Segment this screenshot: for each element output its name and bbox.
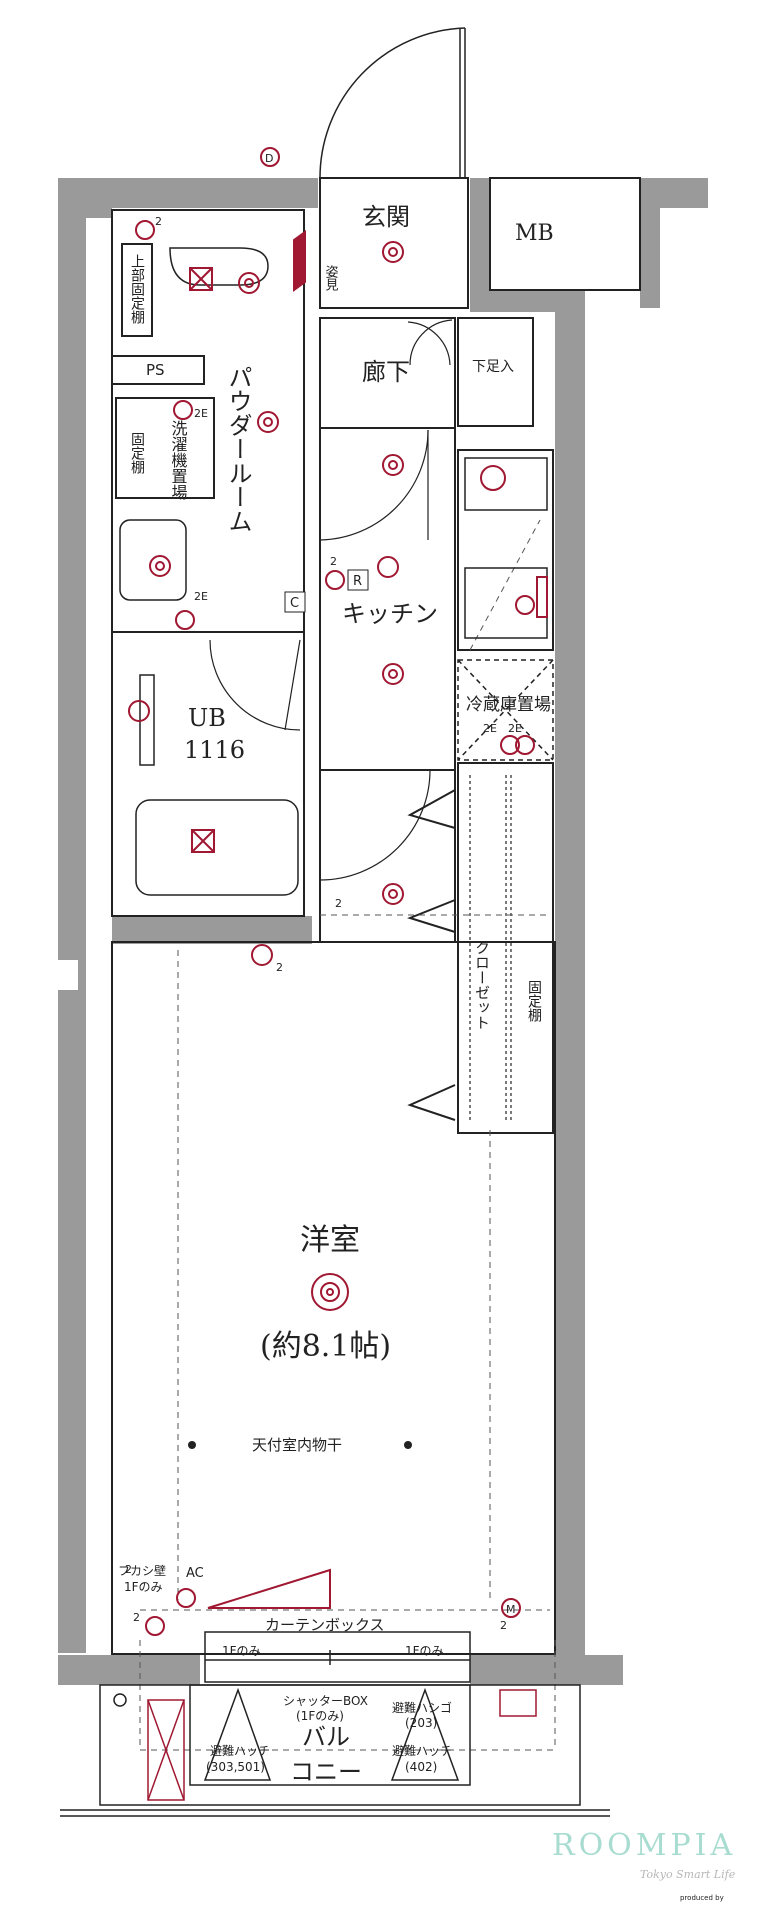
hinan-hatch-left-label: 避難ハッチ: [210, 1743, 270, 1758]
balcony-label-1: バル: [302, 1723, 350, 1751]
tag-2e-b: 2E: [194, 590, 208, 603]
youshitsu-label: 洋室: [300, 1223, 360, 1258]
tag-2e-a: 2E: [194, 407, 208, 420]
tag-2e-d: 2E: [508, 722, 522, 735]
powder-room-label: パウダールーム: [224, 365, 252, 533]
door-swings: [209, 319, 453, 881]
tag-2-b: 2: [330, 555, 337, 568]
entrance-door: [319, 27, 466, 179]
hinan-hashigo-label: 避難ハシゴ: [392, 1700, 452, 1715]
r-box-label: R: [353, 574, 362, 589]
shutter-box-label: シャッターBOX: [283, 1694, 368, 1708]
closet-label: クローゼット: [473, 940, 491, 1030]
shitabako-label: 下足入: [472, 359, 514, 375]
first-floor-only-left-label: 1Fのみ: [222, 1644, 261, 1658]
ac-label: AC: [186, 1566, 204, 1581]
balcony: [60, 1684, 610, 1817]
hinan-hatch-right-note-label: (402): [405, 1760, 437, 1774]
koteidana-left-label: 固定棚: [129, 432, 145, 474]
hinan-hatch-right-label: 避難ハッチ: [392, 1743, 452, 1758]
closet-door-marks: [407, 789, 456, 1121]
interior-walls: [111, 177, 641, 1655]
dashed-guides: [139, 519, 556, 1751]
curtain-box-label: カーテンボックス: [265, 1616, 385, 1634]
tag-2-g: 2: [500, 1619, 507, 1632]
tenzuke-label: 天付室内物干: [252, 1436, 342, 1454]
fukashikabe-note-label: 1Fのみ: [124, 1580, 163, 1594]
hinan-hatch-left-note-label: (303,501): [206, 1760, 265, 1774]
bath-fixtures: [119, 247, 299, 896]
sugatami-label: 姿見: [323, 264, 339, 292]
koteidana-right-label: 固定棚: [526, 980, 542, 1022]
brand-tagline: Tokyo Smart Life: [640, 1868, 736, 1881]
tag-2-c: 2: [276, 961, 283, 974]
tag-2-f: 2: [335, 897, 342, 910]
reizouko-label: 冷蔵庫置場: [466, 695, 551, 715]
first-floor-only-right-label: 1Fのみ: [405, 1644, 444, 1658]
boxed-labels: [284, 569, 369, 613]
kitchen-label: キッチン: [342, 600, 438, 628]
genkan-label: 玄関: [362, 203, 410, 231]
brand-name: ROOMPIA: [552, 1828, 736, 1863]
ub-size-label: 1116: [184, 736, 245, 764]
ub-label: UB: [188, 704, 226, 732]
tag-2-d: 2: [133, 1611, 140, 1624]
hinan-hashigo-note-label: (203): [405, 1716, 437, 1730]
ps-label: PS: [146, 361, 165, 379]
mb-label: MB: [515, 221, 554, 246]
curtain-box: [204, 1631, 471, 1683]
brand-credit: produced by: [680, 1894, 724, 1902]
c-box-label: C: [290, 596, 299, 611]
tag-2-a: 2: [155, 215, 162, 228]
sentakuki-label: 洗濯機置場: [169, 420, 188, 501]
roka-label: 廊下: [362, 358, 410, 386]
structural-walls: [58, 178, 708, 1685]
d-mark-label: D: [265, 152, 273, 165]
fukashikabe-label: フカシ壁: [118, 1563, 166, 1578]
tag-2-e: 2: [125, 1563, 132, 1576]
electrical-symbols: [128, 147, 548, 1636]
joubu-koteidana-label: 上部固定棚: [129, 254, 145, 324]
balcony-label-2: コニー: [290, 1758, 362, 1786]
m-mark-label: M: [506, 1603, 516, 1616]
youshitsu-size-label: (約8.1帖): [260, 1329, 391, 1364]
ceiling-dots: [113, 1441, 412, 1707]
tag-2e-c: 2E: [483, 722, 497, 735]
shutter-box-note-label: (1Fのみ): [296, 1709, 344, 1723]
